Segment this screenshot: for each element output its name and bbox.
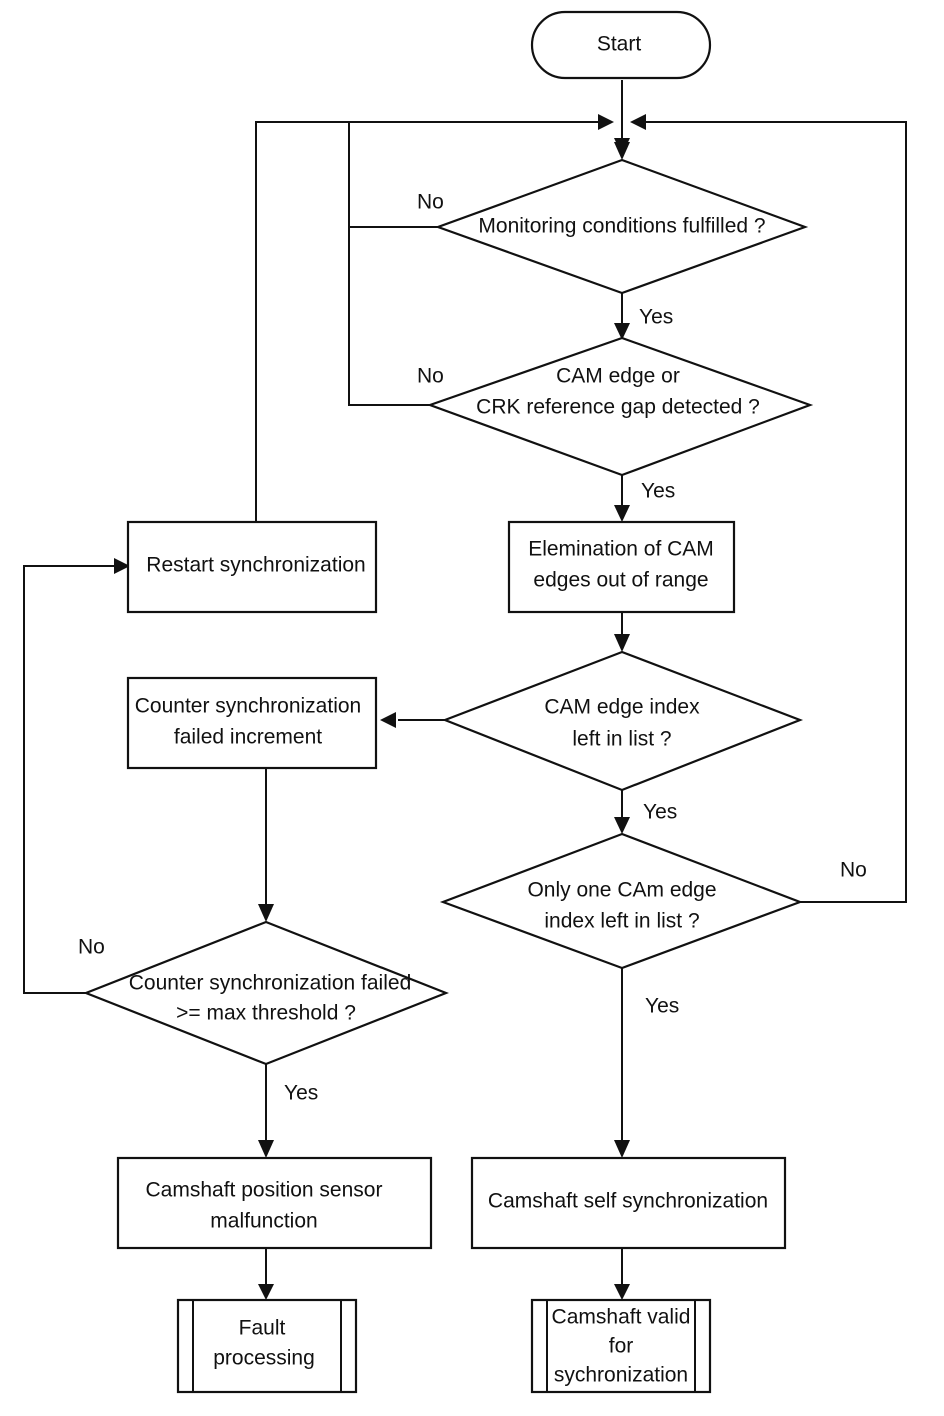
arrowhead-self-sync <box>614 1140 630 1158</box>
counter-increment-label-line1: Counter synchronization <box>135 695 361 718</box>
malfunction-box <box>116 1156 433 1250</box>
node-monitoring-decision: Monitoring conditions fulfilled ? <box>434 158 809 295</box>
cam-edge-diamond <box>426 336 814 477</box>
arrowhead-cam-edge <box>614 323 630 340</box>
arrowhead-merge <box>614 142 630 160</box>
index-left-yes-label: Yes <box>643 801 677 824</box>
connector-cam-edge-no <box>348 122 430 406</box>
elimination-box <box>507 520 736 614</box>
cam-edge-label-line1: CAM edge or <box>556 365 680 388</box>
arrowhead-malfunction <box>258 1140 274 1158</box>
arrowhead-merge-left <box>598 114 614 130</box>
threshold-diamond <box>83 920 449 1066</box>
self-sync-label: Camshaft self synchronization <box>488 1190 768 1213</box>
node-only-one-decision: Only one CAm edge index left in list ? <box>439 832 804 970</box>
arrowhead-only-one <box>614 817 630 834</box>
arrowhead-merge-right <box>630 114 646 130</box>
arrowhead-restart <box>114 558 130 574</box>
node-threshold-decision: Counter synchronization failed >= max th… <box>83 920 449 1066</box>
monitoring-yes-label: Yes <box>639 306 673 329</box>
arrowhead-threshold <box>258 904 274 922</box>
only-one-label-line1: Only one CAm edge <box>527 879 716 902</box>
connector-threshold-no <box>23 565 116 994</box>
malfunction-label-line2: malfunction <box>210 1210 317 1233</box>
counter-increment-box <box>126 676 378 770</box>
node-cam-edge-decision: CAM edge or CRK reference gap detected ? <box>426 336 814 477</box>
only-one-yes-label: Yes <box>645 995 679 1018</box>
index-left-label-line1: CAM edge index <box>544 696 700 719</box>
node-counter-increment: Counter synchronization failed increment <box>126 676 378 770</box>
branch-labels: No Yes No Yes Yes No Yes No Yes <box>78 191 867 1105</box>
threshold-label-line1: Counter synchronization failed <box>129 972 412 995</box>
restart-label: Restart synchronization <box>146 554 365 577</box>
arrowhead-index-left <box>614 634 630 652</box>
only-one-diamond <box>439 832 804 970</box>
valid-label-line1: Camshaft valid <box>552 1306 691 1329</box>
start-label: Start <box>597 33 642 56</box>
fault-box <box>176 1298 358 1394</box>
arrowhead-counter-inc <box>380 712 396 728</box>
connector-right-loop <box>636 121 907 903</box>
connectors <box>23 80 907 1288</box>
cam-edge-label-line2: CRK reference gap detected ? <box>476 396 760 419</box>
node-elimination: Elemination of CAM edges out of range <box>507 520 736 614</box>
malfunction-label-line1: Camshaft position sensor <box>146 1179 383 1202</box>
threshold-no-label: No <box>78 936 105 959</box>
counter-increment-label-line2: failed increment <box>174 726 322 749</box>
threshold-label-line2: >= max threshold ? <box>176 1002 356 1025</box>
node-start: Start <box>530 10 712 80</box>
restart-box <box>126 520 378 614</box>
node-malfunction: Camshaft position sensor malfunction <box>116 1156 433 1250</box>
index-left-diamond <box>441 650 804 792</box>
valid-label-line3: sychronization <box>554 1364 688 1387</box>
start-terminator <box>530 10 712 80</box>
fault-label-line1: Fault <box>239 1317 286 1340</box>
node-index-left-decision: CAM edge index left in list ? <box>441 650 804 792</box>
self-sync-box <box>470 1156 787 1250</box>
index-left-label-line2: left in list ? <box>572 728 671 751</box>
arrowhead-elimination <box>614 505 630 522</box>
elimination-label-line2: edges out of range <box>533 569 708 592</box>
fault-label-line2: processing <box>213 1347 315 1370</box>
arrowhead-fault <box>258 1284 274 1300</box>
cam-edge-no-label: No <box>417 365 444 388</box>
node-camshaft-valid: Camshaft valid for sychronization <box>530 1298 712 1394</box>
arrowhead-valid <box>614 1284 630 1300</box>
valid-label-line2: for <box>609 1335 634 1358</box>
only-one-label-line2: index left in list ? <box>544 910 699 933</box>
arrowheads <box>114 114 646 1300</box>
valid-box <box>530 1298 712 1394</box>
only-one-no-label: No <box>840 859 867 882</box>
monitoring-label: Monitoring conditions fulfilled ? <box>478 215 765 238</box>
node-fault-processing: Fault processing <box>176 1298 358 1394</box>
cam-edge-yes-label: Yes <box>641 480 675 503</box>
connector-restart-loop <box>255 121 612 522</box>
monitoring-no-label: No <box>417 191 444 214</box>
node-restart: Restart synchronization <box>126 520 378 614</box>
threshold-yes-label: Yes <box>284 1082 318 1105</box>
elimination-label-line1: Elemination of CAM <box>528 538 714 561</box>
monitoring-diamond <box>434 158 809 295</box>
node-self-sync: Camshaft self synchronization <box>470 1156 787 1250</box>
